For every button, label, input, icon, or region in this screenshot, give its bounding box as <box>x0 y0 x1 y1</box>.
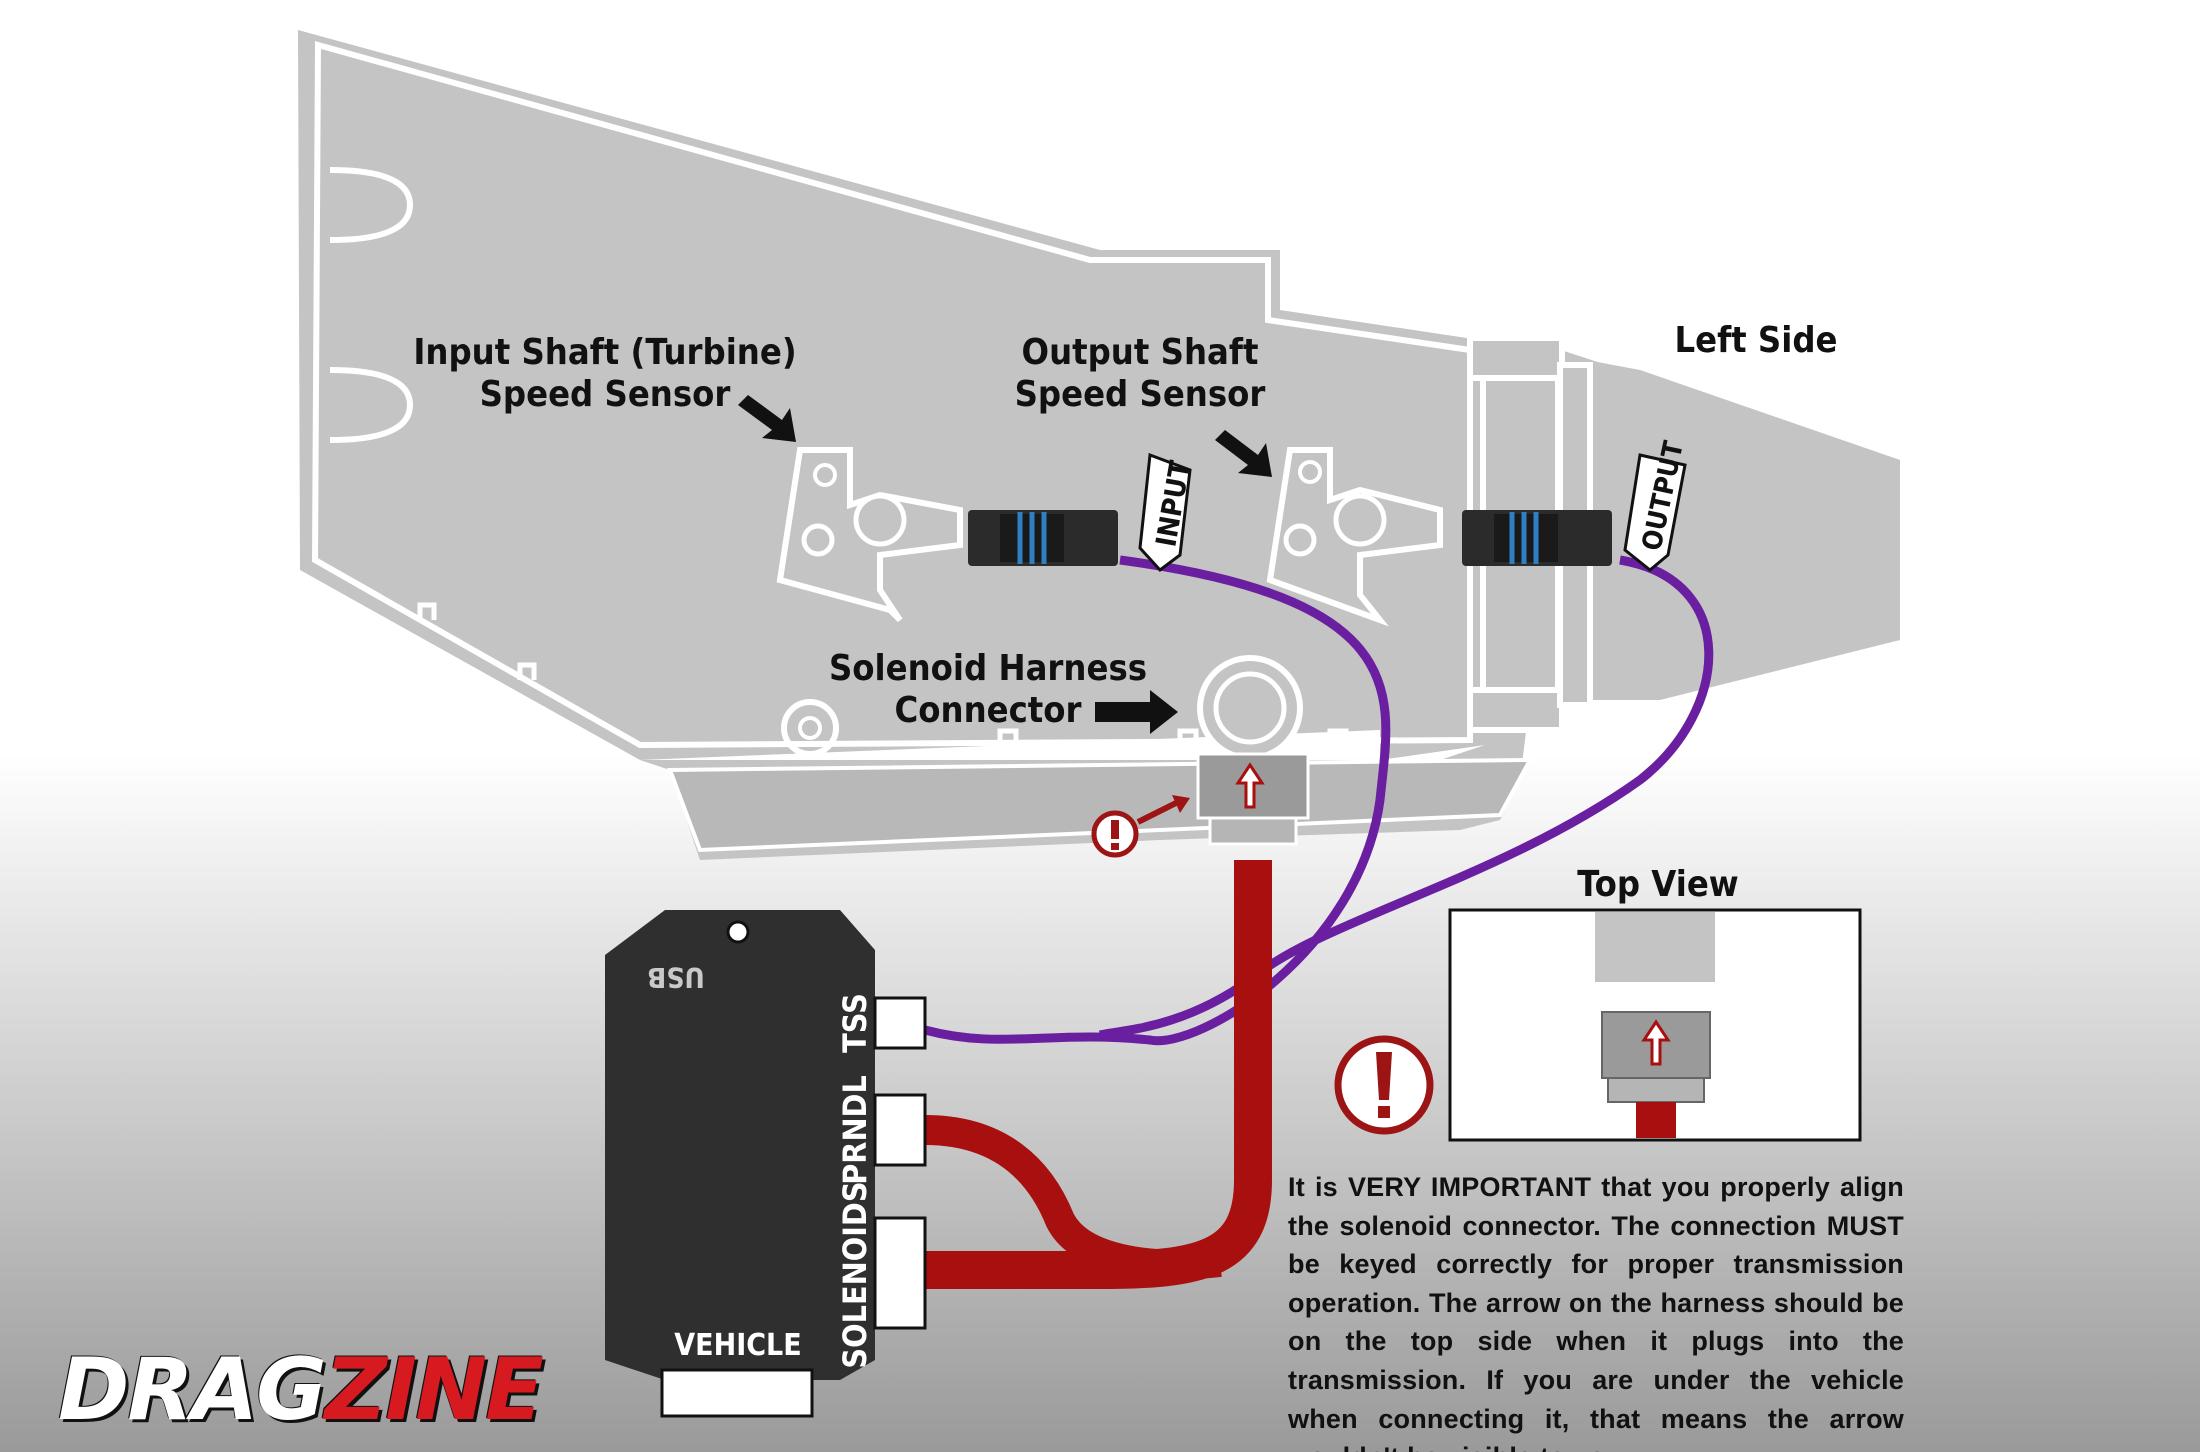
warning-icon-large <box>1334 1035 1434 1135</box>
module-prndl-label: PRNDL <box>836 1075 874 1185</box>
output-sensor-label-line1: Output Shaft <box>1022 332 1259 373</box>
logo-part-zine: ZINE <box>324 1340 544 1440</box>
top-view-port <box>1595 912 1715 982</box>
input-sensor-label-line1: Input Shaft (Turbine) <box>413 332 796 373</box>
module-solenoids-label: SOLENOIDS <box>836 1181 874 1368</box>
pointer-arrow-input <box>738 395 796 442</box>
top-view-harness <box>1636 1102 1676 1138</box>
output-sensor-connector <box>1462 510 1612 566</box>
prndl-harness-wire <box>924 1115 1222 1280</box>
note-prefix: It is <box>1288 1172 1348 1202</box>
solenoids-port <box>873 1216 927 1330</box>
input-sensor-label-line2: Speed Sensor <box>480 374 731 415</box>
alignment-note: It is VERY IMPORTANT that you properly a… <box>1288 1168 1904 1452</box>
solenoid-label-line1: Solenoid Harness <box>829 648 1147 689</box>
note-emphasis: VERY IMPORTANT <box>1347 1172 1592 1202</box>
dragzine-logo: DRAGZINE <box>58 1340 544 1440</box>
module-vehicle-label: VEHICLE <box>674 1328 801 1363</box>
module-mount-hole <box>726 920 750 944</box>
module-usb-label: USB <box>647 961 705 994</box>
logo-part-drag: DRAG <box>58 1340 327 1440</box>
pointer-arrow-output <box>1215 430 1272 477</box>
output-speed-sensor <box>1266 447 1443 627</box>
vehicle-port <box>660 1368 814 1418</box>
controller-module: USB TSS PRNDL SOLENOIDS VEHICLE <box>605 910 927 1418</box>
output-sensor-label-line2: Speed Sensor <box>1015 374 1266 415</box>
solenoid-label-line2: Connector <box>894 690 1081 731</box>
input-sensor-connector <box>968 510 1118 566</box>
pointer-arrow-solenoid <box>1095 690 1178 734</box>
warning-icon-small <box>1091 795 1190 858</box>
transmission-case <box>298 30 1900 860</box>
side-label: Left Side <box>1674 320 1837 361</box>
prndl-port <box>873 1093 927 1167</box>
solenoid-harness-connector <box>1196 752 1310 846</box>
tss-wire-input <box>923 555 1391 1046</box>
tss-port <box>873 996 927 1050</box>
module-tss-label: TSS <box>836 993 874 1053</box>
note-body: that you properly align the solenoid con… <box>1288 1172 1904 1452</box>
top-view-arrow <box>1641 1019 1671 1066</box>
input-speed-sensor <box>776 447 963 623</box>
tss-wire-output <box>1098 555 1714 1040</box>
top-view-label: Top View <box>1577 864 1738 905</box>
top-view-inset: Top View <box>1448 864 1862 1142</box>
